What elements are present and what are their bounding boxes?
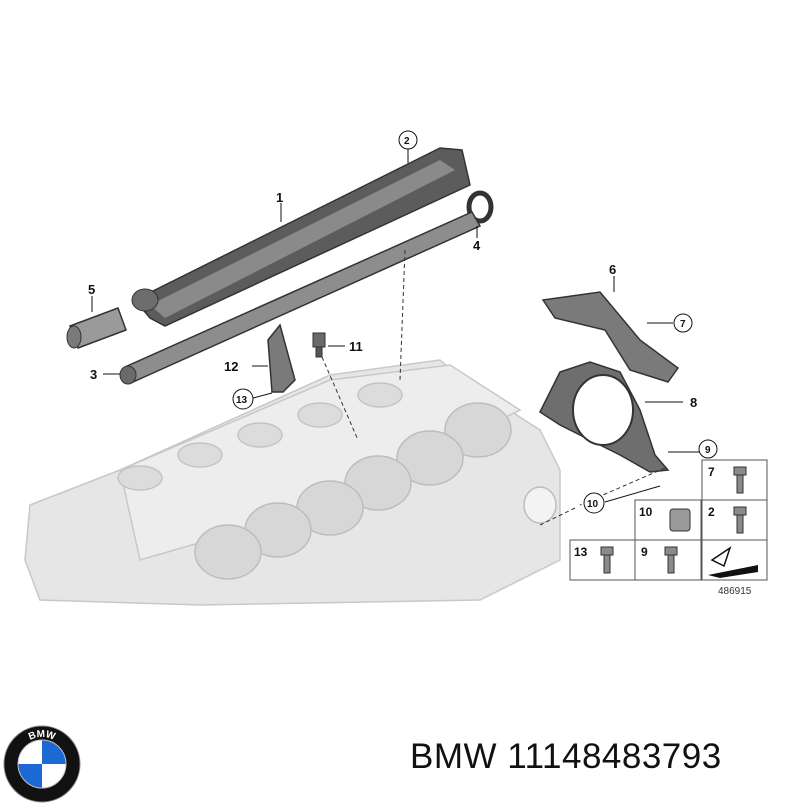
engine-block-illustration: [24, 359, 561, 606]
bmw-logo-icon: BMW: [3, 725, 81, 803]
part-6-illustration: [541, 291, 680, 383]
table-cell-2: 2: [708, 505, 715, 519]
callout-7: 7: [680, 319, 686, 330]
callout-2-circle: [398, 130, 418, 150]
table-cell-9: 9: [641, 545, 648, 559]
part-number: 11148483793: [507, 737, 722, 776]
exploded-parts-diagram: 1 2 3 4 5 6 7 8 9 10 11 12 13 7 10 2 13 …: [24, 130, 768, 606]
callout-10-circle: [583, 492, 605, 514]
brand-name: BMW: [410, 737, 498, 776]
callout-13: 13: [236, 395, 248, 406]
callout-8: 8: [690, 395, 697, 410]
reference-number: 486915: [718, 586, 752, 597]
table-cell-10: 10: [639, 505, 653, 519]
part-3-illustration: [119, 211, 482, 385]
callout-6: 6: [609, 262, 616, 277]
part-12-illustration: [267, 323, 296, 393]
parts-table: [569, 459, 768, 581]
part-caption: BMW 11148483793: [410, 737, 722, 777]
part-11-illustration: [312, 332, 326, 358]
callout-7-circle: [673, 313, 693, 333]
callout-leader-lines: [91, 148, 700, 503]
part-1-illustration: [131, 147, 471, 327]
table-cell-7: 7: [708, 465, 715, 479]
bolt-9-illustration: [664, 546, 678, 574]
callout-11: 11: [349, 339, 363, 354]
callout-9: 9: [705, 445, 711, 456]
sleeve-10-illustration: [669, 508, 691, 532]
callout-2: 2: [404, 136, 410, 147]
callout-3: 3: [90, 367, 97, 382]
part-8-illustration: [539, 361, 670, 473]
callout-4: 4: [473, 238, 481, 253]
bolt-7-illustration: [733, 466, 747, 494]
callout-1: 1: [276, 190, 283, 205]
part-4-illustration: [466, 190, 494, 224]
callout-12: 12: [224, 359, 238, 374]
bolt-2-illustration: [733, 506, 747, 534]
callout-10: 10: [587, 499, 599, 510]
bolt-13-illustration: [600, 546, 614, 574]
logo-letters: BMW: [27, 729, 57, 743]
callout-13-circle: [232, 388, 254, 410]
arrow-icon: [708, 546, 758, 578]
part-5-illustration: [66, 307, 127, 349]
callout-5: 5: [88, 282, 95, 297]
callout-9-circle: [698, 439, 718, 459]
table-cell-13: 13: [574, 545, 588, 559]
